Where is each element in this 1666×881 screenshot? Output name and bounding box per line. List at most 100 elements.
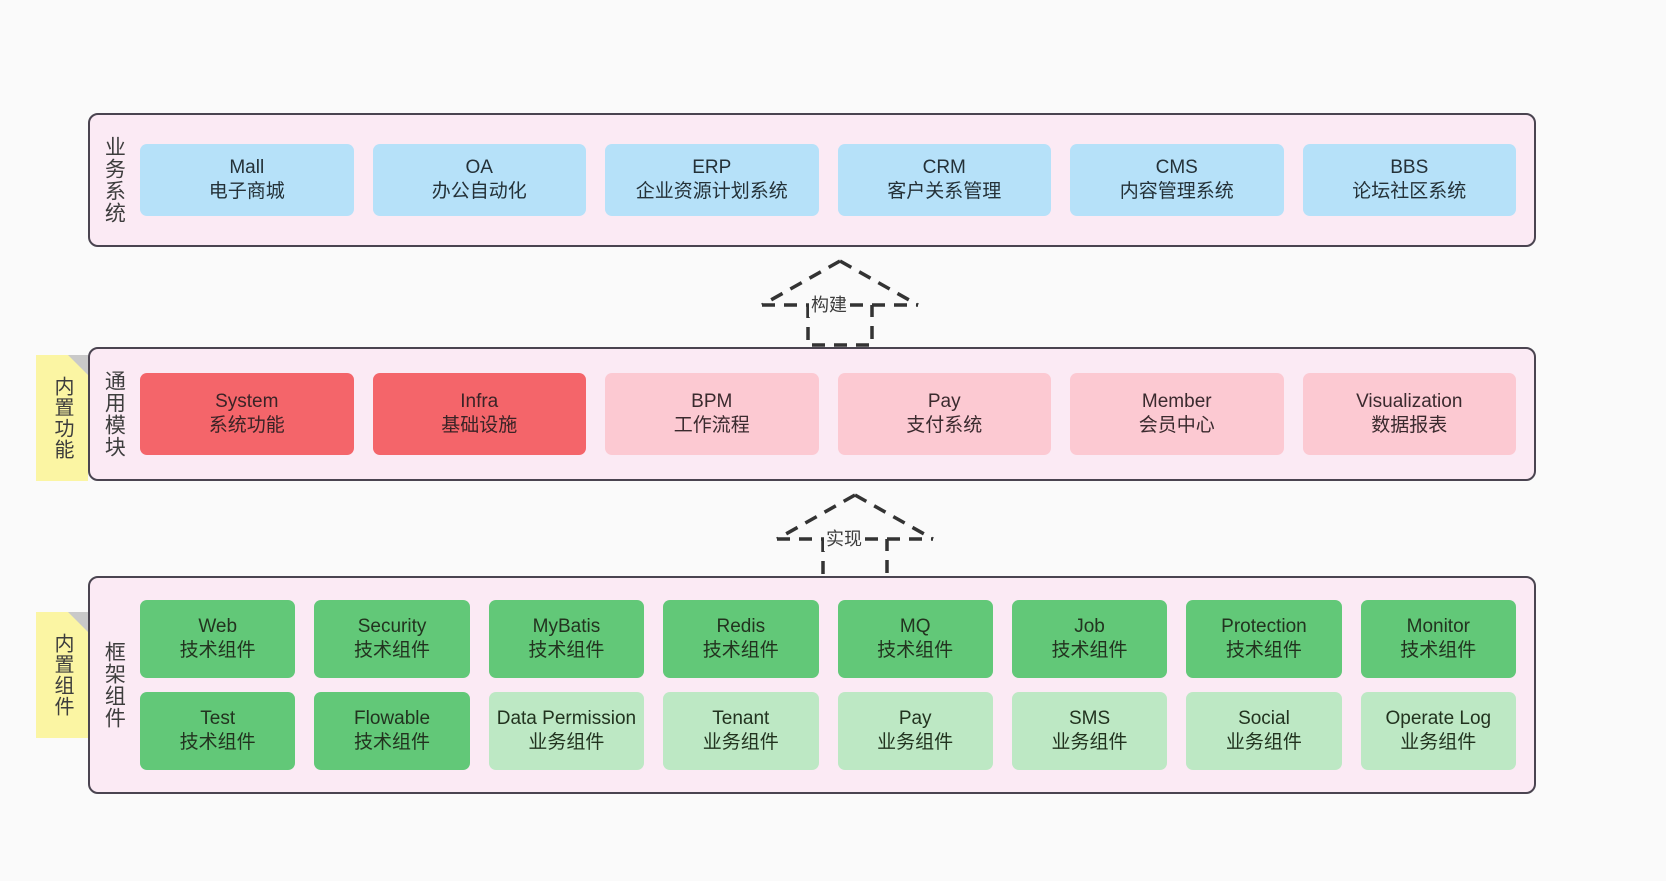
box-redis[interactable]: Redis 技术组件 [663, 600, 819, 678]
box-test[interactable]: Test 技术组件 [140, 692, 296, 770]
box-title-en: Pay [898, 707, 932, 729]
layer-business-system: 业务系统 Mall 电子商城 OA 办公自动化 ERP 企业资源计划系统 CRM… [88, 113, 1536, 247]
box-social[interactable]: Social 业务组件 [1186, 692, 1342, 770]
box-title-en: Mall [229, 156, 265, 178]
box-title-en: ERP [692, 156, 732, 178]
box-mq[interactable]: MQ 技术组件 [837, 600, 993, 678]
box-title-en: Test [200, 707, 236, 729]
connector-build: 构建 [750, 255, 930, 347]
box-title-en: Security [357, 615, 427, 637]
layer-body-common-module: System 系统功能 Infra 基础设施 BPM 工作流程 Pay 支付系统… [136, 349, 1534, 479]
box-title-cn: 业务组件 [702, 732, 779, 753]
box-crm[interactable]: CRM 客户关系管理 [837, 144, 1051, 216]
box-row: Web 技术组件 Security 技术组件 MyBatis 技术组件 Redi… [140, 600, 1516, 678]
box-bbs[interactable]: BBS 论坛社区系统 [1302, 144, 1516, 216]
layer-framework-component: 框架组件 Web 技术组件 Security 技术组件 MyBatis 技术组件… [88, 576, 1536, 794]
box-title-en: Operate Log [1385, 707, 1492, 729]
sticky-note-label: 内置组件 [51, 633, 73, 717]
box-title-en: Infra [460, 390, 499, 412]
box-title-cn: 数据报表 [1371, 415, 1448, 436]
box-title-cn: 技术组件 [528, 640, 605, 661]
box-title-cn: 业务组件 [1400, 732, 1477, 753]
box-title-cn: 电子商城 [208, 181, 285, 202]
box-infra[interactable]: Infra 基础设施 [372, 373, 586, 455]
box-title-cn: 客户关系管理 [887, 181, 1002, 202]
box-title-cn: 支付系统 [906, 415, 983, 436]
connector-label-implement: 实现 [824, 525, 864, 551]
layer-common-module: 通用模块 System 系统功能 Infra 基础设施 BPM 工作流程 Pay… [88, 347, 1536, 481]
box-member[interactable]: Member 会员中心 [1070, 373, 1284, 455]
box-title-cn: 系统功能 [208, 415, 285, 436]
box-mybatis[interactable]: MyBatis 技术组件 [488, 600, 645, 678]
box-title-cn: 内容管理系统 [1119, 181, 1234, 202]
box-title-en: Visualization [1356, 390, 1463, 412]
box-title-en: Data Permission [496, 707, 637, 729]
box-web[interactable]: Web 技术组件 [140, 600, 296, 678]
box-title-cn: 业务组件 [1225, 732, 1302, 753]
box-title-en: OA [465, 156, 493, 178]
box-title-cn: 工作流程 [673, 415, 750, 436]
box-title-en: Web [198, 615, 238, 637]
box-title-en: MQ [899, 615, 931, 637]
box-title-cn: 基础设施 [441, 415, 518, 436]
box-title-cn: 会员中心 [1138, 415, 1215, 436]
box-title-cn: 业务组件 [877, 732, 954, 753]
box-title-cn: 业务组件 [1051, 732, 1128, 753]
sticky-note-builtin-function: 内置功能 [36, 355, 88, 481]
box-system[interactable]: System 系统功能 [140, 373, 354, 455]
box-title-cn: 技术组件 [179, 732, 256, 753]
box-row: Test 技术组件 Flowable 技术组件 Data Permission … [140, 692, 1516, 770]
box-visualization[interactable]: Visualization 数据报表 [1302, 373, 1516, 455]
box-title-en: CMS [1155, 156, 1198, 178]
box-row: Mall 电子商城 OA 办公自动化 ERP 企业资源计划系统 CRM 客户关系… [140, 144, 1516, 216]
connector-label-build: 构建 [809, 291, 849, 317]
box-title-en: Protection [1221, 615, 1307, 637]
box-title-cn: 技术组件 [877, 640, 954, 661]
box-title-en: Social [1238, 707, 1290, 729]
box-monitor[interactable]: Monitor 技术组件 [1360, 600, 1516, 678]
box-title-cn: 技术组件 [1400, 640, 1477, 661]
box-title-en: SMS [1068, 707, 1111, 729]
sticky-note-builtin-component: 内置组件 [36, 612, 88, 738]
box-title-en: Flowable [354, 707, 431, 729]
box-title-en: BBS [1390, 156, 1429, 178]
box-cms[interactable]: CMS 内容管理系统 [1070, 144, 1284, 216]
dashed-generalization-arrow-icon [776, 493, 934, 581]
box-title-cn: 技术组件 [354, 732, 431, 753]
box-title-cn: 技术组件 [1051, 640, 1128, 661]
layer-title-framework-component: 框架组件 [102, 641, 126, 729]
box-title-cn: 论坛社区系统 [1352, 181, 1467, 202]
box-title-cn: 技术组件 [702, 640, 779, 661]
box-pay-component[interactable]: Pay 业务组件 [837, 692, 993, 770]
box-security[interactable]: Security 技术组件 [314, 600, 470, 678]
box-sms[interactable]: SMS 业务组件 [1011, 692, 1168, 770]
box-row: System 系统功能 Infra 基础设施 BPM 工作流程 Pay 支付系统… [140, 373, 1516, 455]
dashed-generalization-arrow-icon [761, 259, 919, 347]
box-tenant[interactable]: Tenant 业务组件 [663, 692, 819, 770]
layer-body-business-system: Mall 电子商城 OA 办公自动化 ERP 企业资源计划系统 CRM 客户关系… [136, 115, 1534, 245]
layer-title-common-module: 通用模块 [102, 370, 126, 458]
box-title-en: CRM [922, 156, 966, 178]
box-flowable[interactable]: Flowable 技术组件 [314, 692, 470, 770]
box-bpm[interactable]: BPM 工作流程 [605, 373, 819, 455]
box-title-en: Tenant [712, 707, 770, 729]
box-title-en: Pay [927, 390, 961, 412]
box-operate-log[interactable]: Operate Log 业务组件 [1360, 692, 1516, 770]
box-oa[interactable]: OA 办公自动化 [372, 144, 586, 216]
box-title-cn: 技术组件 [1225, 640, 1302, 661]
box-title-cn: 业务组件 [528, 732, 605, 753]
sticky-note-label: 内置功能 [51, 376, 73, 460]
box-title-en: System [215, 390, 279, 412]
box-title-cn: 办公自动化 [431, 181, 527, 202]
layer-body-framework-component: Web 技术组件 Security 技术组件 MyBatis 技术组件 Redi… [136, 578, 1534, 792]
box-pay[interactable]: Pay 支付系统 [837, 373, 1051, 455]
box-mall[interactable]: Mall 电子商城 [140, 144, 354, 216]
box-protection[interactable]: Protection 技术组件 [1186, 600, 1342, 678]
box-title-en: MyBatis [532, 615, 601, 637]
box-job[interactable]: Job 技术组件 [1011, 600, 1168, 678]
box-title-cn: 企业资源计划系统 [635, 181, 788, 202]
box-title-en: Monitor [1406, 615, 1470, 637]
box-erp[interactable]: ERP 企业资源计划系统 [605, 144, 819, 216]
box-data-permission[interactable]: Data Permission 业务组件 [488, 692, 645, 770]
